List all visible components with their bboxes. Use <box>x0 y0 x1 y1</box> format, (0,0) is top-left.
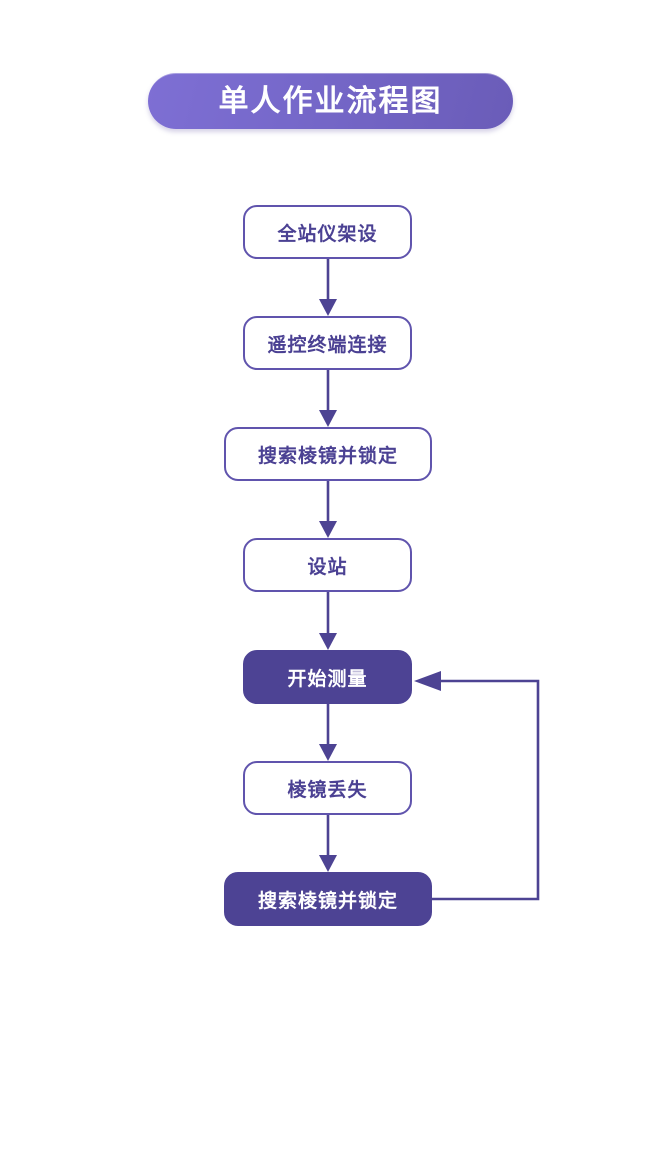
flow-node-station-setup[interactable]: 设站 <box>243 538 412 592</box>
flow-node-remote-terminal-connect[interactable]: 遥控终端连接 <box>243 316 412 370</box>
page-title-pill: 单人作业流程图 <box>148 73 513 129</box>
edge-n3-n4-arrowhead <box>319 521 337 538</box>
edge-n7-n5-feedback-path <box>432 679 540 901</box>
edge-n4-n5-arrowhead <box>319 633 337 650</box>
flow-node-total-station-setup[interactable]: 全站仪架设 <box>243 205 412 259</box>
edge-n7-n5-arrowhead <box>414 671 441 691</box>
flow-node-label: 棱镜丢失 <box>287 779 368 801</box>
edge-n2-n3-arrowhead <box>319 410 337 427</box>
flow-node-start-measurement[interactable]: 开始测量 <box>243 650 412 704</box>
page-title: 单人作业流程图 <box>218 84 443 118</box>
flow-node-prism-lost[interactable]: 棱镜丢失 <box>243 761 412 815</box>
flow-node-label: 遥控终端连接 <box>267 334 388 356</box>
flow-node-label: 搜索棱镜并锁定 <box>257 890 398 912</box>
flow-node-label: 开始测量 <box>287 668 368 690</box>
edge-n5-n6-arrowhead <box>319 744 337 761</box>
flow-node-search-prism-lock-2[interactable]: 搜索棱镜并锁定 <box>224 872 432 926</box>
flow-node-label: 全站仪架设 <box>277 223 378 245</box>
flow-node-label: 搜索棱镜并锁定 <box>257 445 398 467</box>
flow-node-label: 设站 <box>307 556 348 578</box>
flow-node-search-prism-lock-1[interactable]: 搜索棱镜并锁定 <box>224 427 432 481</box>
edge-n1-n2-arrowhead <box>319 299 337 316</box>
edge-n6-n7-arrowhead <box>319 855 337 872</box>
